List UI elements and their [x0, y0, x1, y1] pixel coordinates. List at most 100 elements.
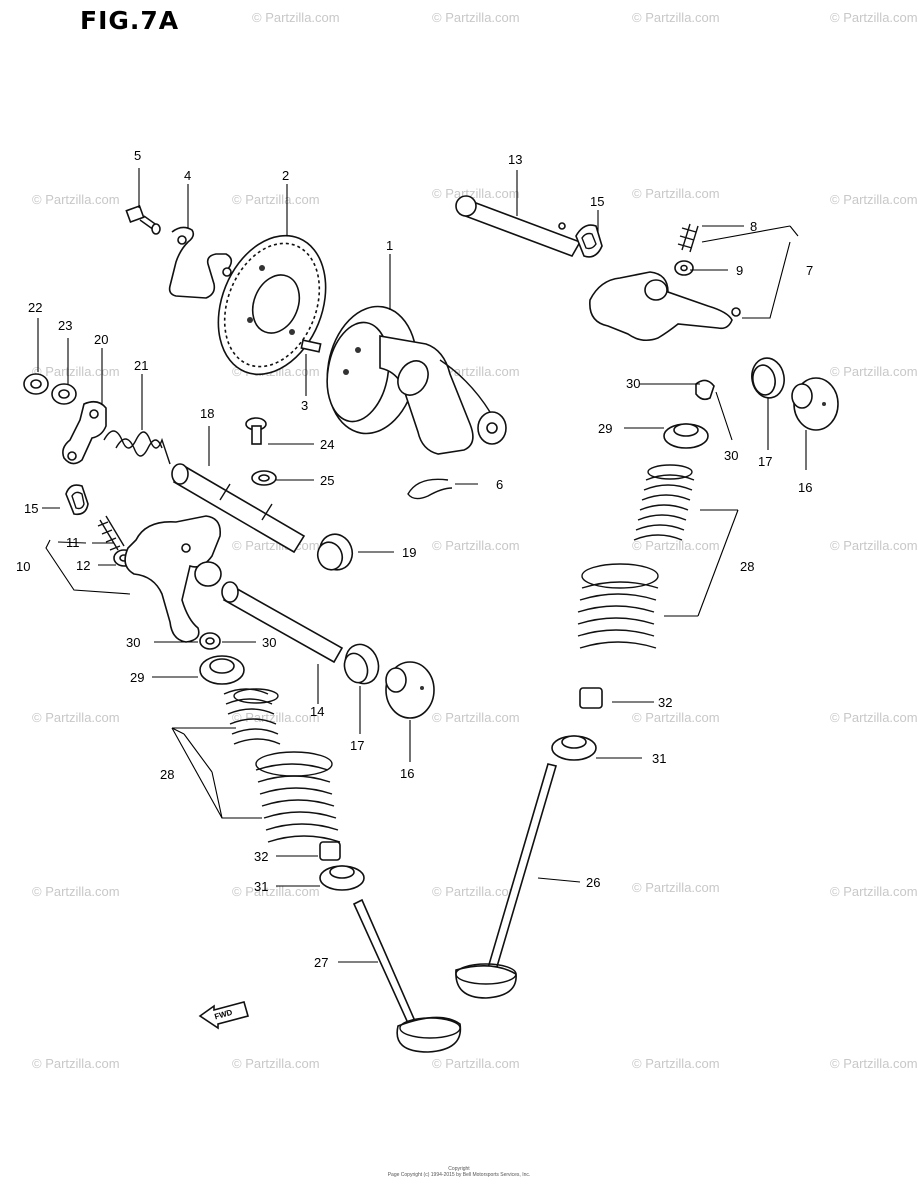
watermark: © Partzilla.com	[232, 192, 320, 207]
watermark: © Partzilla.com	[632, 1056, 720, 1071]
label-7: 7	[806, 263, 813, 278]
label-28-left: 28	[160, 767, 174, 782]
watermark: © Partzilla.com	[830, 710, 918, 725]
part-11-screw[interactable]	[97, 515, 125, 551]
watermark: © Partzilla.com	[432, 10, 520, 25]
label-8: 8	[750, 219, 757, 234]
label-26: 26	[586, 875, 600, 890]
part-25-washer[interactable]	[251, 470, 277, 486]
part-17-oil-seal-right[interactable]	[749, 356, 787, 401]
part-31-spring-seat[interactable]	[319, 865, 365, 891]
watermark: © Partzilla.com	[830, 10, 918, 25]
part-3-pin[interactable]	[300, 339, 322, 353]
label-6: 6	[496, 477, 503, 492]
label-29-right: 29	[598, 421, 612, 436]
part-9-nut[interactable]	[674, 260, 694, 276]
part-24-bolt[interactable]	[245, 417, 267, 445]
label-30-b: 30	[262, 635, 276, 650]
label-32-left: 32	[254, 849, 268, 864]
label-27: 27	[314, 955, 328, 970]
part-30-cotter[interactable]	[199, 632, 221, 650]
watermark: © Partzilla.com	[432, 1056, 520, 1071]
part-14-shaft[interactable]	[221, 581, 344, 664]
part-28-valve-springs-right[interactable]	[577, 464, 695, 649]
part-8-screw[interactable]	[677, 223, 699, 253]
part-1-camshaft[interactable]	[318, 299, 507, 455]
label-17-right: 17	[758, 454, 772, 469]
part-20-lever[interactable]	[62, 400, 107, 465]
label-25: 25	[320, 473, 334, 488]
label-31-left: 31	[254, 879, 268, 894]
label-15-right: 15	[590, 194, 604, 209]
label-2: 2	[282, 168, 289, 183]
part-32-stem-seal[interactable]	[319, 841, 341, 861]
watermark: © Partzilla.com	[432, 538, 520, 553]
leader-lines	[37, 168, 807, 963]
part-17-oil-seal[interactable]	[340, 640, 384, 689]
part-31-spring-seat-right[interactable]	[551, 735, 597, 761]
label-9: 9	[736, 263, 743, 278]
part-16-cap[interactable]	[385, 661, 435, 719]
copyright-notice: Copyright Page Copyright (c) 1994-2015 b…	[0, 1166, 918, 1178]
watermark: © Partzilla.com	[32, 364, 120, 379]
copyright-line-2: Page Copyright (c) 1994-2015 by Bell Mot…	[387, 1172, 531, 1178]
label-30-d: 30	[724, 448, 738, 463]
part-5-bolt[interactable]	[125, 204, 161, 235]
label-14: 14	[310, 704, 324, 719]
watermark: © Partzilla.com	[432, 186, 520, 201]
part-29-retainer[interactable]	[199, 655, 245, 685]
part-13-shaft[interactable]	[455, 195, 582, 257]
watermark: © Partzilla.com	[830, 538, 918, 553]
part-15-gasket[interactable]	[65, 484, 89, 516]
part-18-shaft[interactable]	[171, 463, 306, 554]
label-17-left: 17	[350, 738, 364, 753]
watermark: © Partzilla.com	[232, 710, 320, 725]
part-7-rocker-arm[interactable]	[589, 271, 741, 342]
label-18: 18	[200, 406, 214, 421]
label-22: 22	[28, 300, 42, 315]
label-24: 24	[320, 437, 334, 452]
watermark: © Partzilla.com	[252, 10, 340, 25]
watermark: © Partzilla.com	[632, 880, 720, 895]
label-30-c: 30	[626, 376, 640, 391]
watermark: © Partzilla.com	[830, 1056, 918, 1071]
part-28-valve-springs[interactable]	[223, 688, 341, 843]
part-21-spring[interactable]	[103, 430, 171, 465]
label-10: 10	[16, 559, 30, 574]
label-11: 11	[66, 535, 80, 550]
part-27-valve[interactable]	[352, 898, 462, 1053]
part-6-clip[interactable]	[407, 478, 453, 500]
watermark: © Partzilla.com	[232, 884, 320, 899]
label-1: 1	[386, 238, 393, 253]
part-19-seal[interactable]	[314, 530, 357, 575]
watermark: © Partzilla.com	[632, 186, 720, 201]
watermark: © Partzilla.com	[432, 364, 520, 379]
part-2-cam-sprocket[interactable]	[199, 220, 346, 391]
label-4: 4	[184, 168, 191, 183]
label-13: 13	[508, 152, 522, 167]
label-21: 21	[134, 358, 148, 373]
part-22-nut[interactable]	[23, 373, 49, 395]
part-4-bracket[interactable]	[168, 226, 233, 299]
part-15-gasket-right[interactable]	[575, 224, 603, 258]
part-26-valve[interactable]	[455, 763, 558, 999]
label-15-left: 15	[24, 501, 38, 516]
part-16-cap-right[interactable]	[791, 377, 839, 431]
part-labels: 1 2 3 4 5 6 7 8 9 10 11 12 13 14 15 15 1…	[16, 148, 813, 970]
part-23-washer[interactable]	[51, 383, 77, 405]
part-29-retainer-right[interactable]	[663, 423, 709, 449]
watermark: © Partzilla.com	[32, 884, 120, 899]
part-32-stem-seal-right[interactable]	[579, 687, 603, 709]
label-32-right: 32	[658, 695, 672, 710]
watermark: © Partzilla.com	[432, 710, 520, 725]
part-30-cotter-right[interactable]	[695, 379, 715, 401]
watermark: © Partzilla.com	[632, 710, 720, 725]
forward-arrow-icon: FWD	[198, 1001, 249, 1030]
watermark-layer: © Partzilla.com © Partzilla.com © Partzi…	[32, 10, 918, 1071]
label-23: 23	[58, 318, 72, 333]
label-30-a: 30	[126, 635, 140, 650]
watermark: © Partzilla.com	[830, 884, 918, 899]
watermark: © Partzilla.com	[432, 884, 520, 899]
part-10-rocker-arm[interactable]	[124, 515, 222, 643]
